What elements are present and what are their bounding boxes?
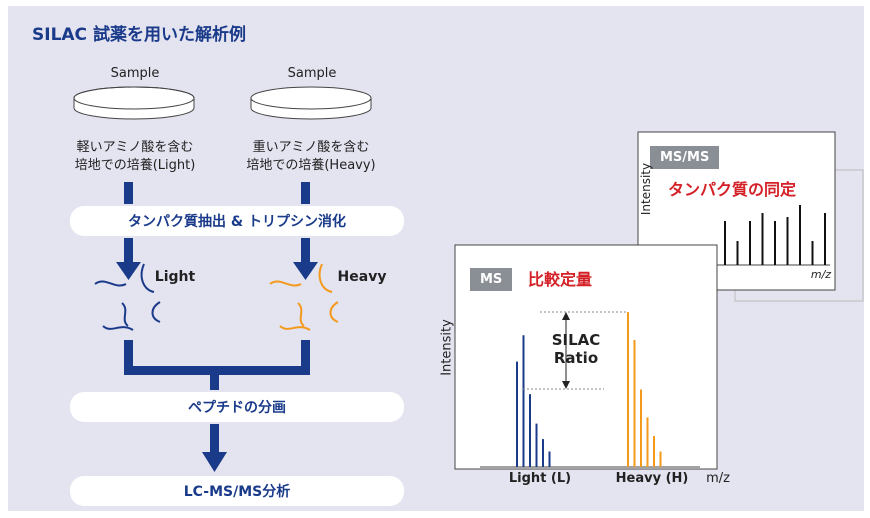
- msms-badge: MS/MS: [650, 146, 720, 169]
- msms-x-label: m/z: [810, 268, 832, 281]
- ratio-label-line1: SILAC: [551, 331, 601, 349]
- ms-badge: MS: [470, 268, 513, 291]
- sample-a-desc-line2: 培地での培養(Light): [74, 158, 196, 173]
- ms-y-label: Intensity: [439, 319, 455, 376]
- ms-peaks: [516, 312, 662, 467]
- figure-title: SILAC 試薬を用いた解析例: [32, 25, 246, 45]
- msms-peaks: [724, 205, 826, 265]
- ratio-label-line2: Ratio: [553, 349, 599, 367]
- msms-caption: タンパク質の同定: [668, 180, 797, 199]
- sample-a-desc-line1: 軽いアミノ酸を含む: [76, 140, 194, 155]
- sample-a-label: Sample: [110, 66, 160, 81]
- dish-a-icon: [73, 86, 195, 120]
- lcms-step: LC-MS/MS分析: [70, 476, 404, 506]
- sample-b-desc-line2: 培地での培養(Heavy): [246, 158, 376, 173]
- fractionation-step: ペプチドの分画: [70, 392, 404, 422]
- ratio-arrow-up-icon: [562, 312, 570, 320]
- light-peptides-label: Light: [154, 269, 196, 285]
- heavy-peptides-icon: [269, 263, 339, 331]
- msms-y-label: Intensity: [639, 162, 653, 216]
- extraction-step: タンパク質抽出 & トリプシン消化: [70, 206, 404, 236]
- sample-b-desc-line1: 重いアミノ酸を含む: [252, 140, 370, 155]
- heavy-peak-label: Heavy (H): [615, 471, 689, 486]
- sample-b-label: Sample: [287, 66, 337, 81]
- ratio-arrow-down-icon: [562, 381, 570, 389]
- light-peptides-icon: [94, 263, 161, 331]
- light-peak-label: Light (L): [508, 471, 572, 486]
- heavy-peptides-label: Heavy: [337, 269, 387, 285]
- dish-b-icon: [250, 86, 372, 120]
- ms-caption: 比較定量: [528, 270, 593, 289]
- ms-x-label: m/z: [706, 471, 730, 486]
